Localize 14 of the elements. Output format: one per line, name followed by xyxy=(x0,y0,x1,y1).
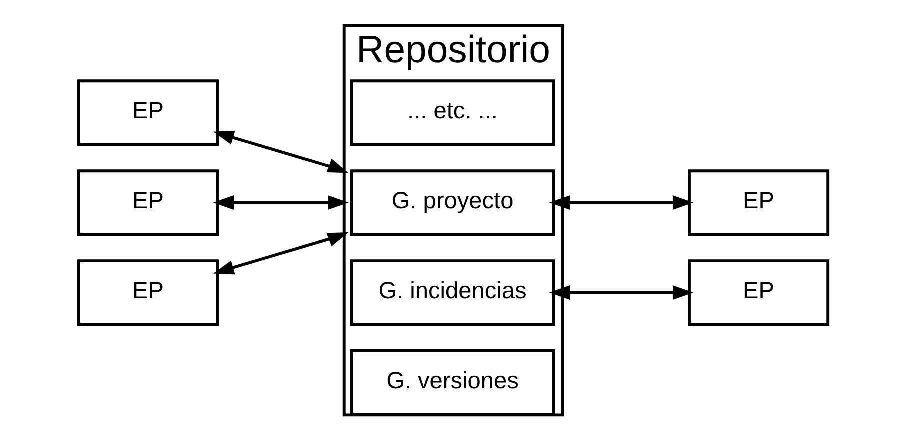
node-box: EP xyxy=(688,170,830,236)
node-box: G. proyecto xyxy=(350,170,555,236)
arrow xyxy=(548,286,694,300)
arrow xyxy=(212,232,348,275)
node-box: G. incidencias xyxy=(350,260,555,326)
arrow xyxy=(212,196,348,210)
arrow xyxy=(548,196,694,210)
node-box: G. versiones xyxy=(350,350,555,416)
node-box: EP xyxy=(76,80,218,146)
node-box: EP xyxy=(76,170,218,236)
node-box: EP xyxy=(688,260,830,326)
node-box: EP xyxy=(76,260,218,326)
arrow xyxy=(212,130,348,174)
node-box: ... etc. ... xyxy=(350,80,555,146)
